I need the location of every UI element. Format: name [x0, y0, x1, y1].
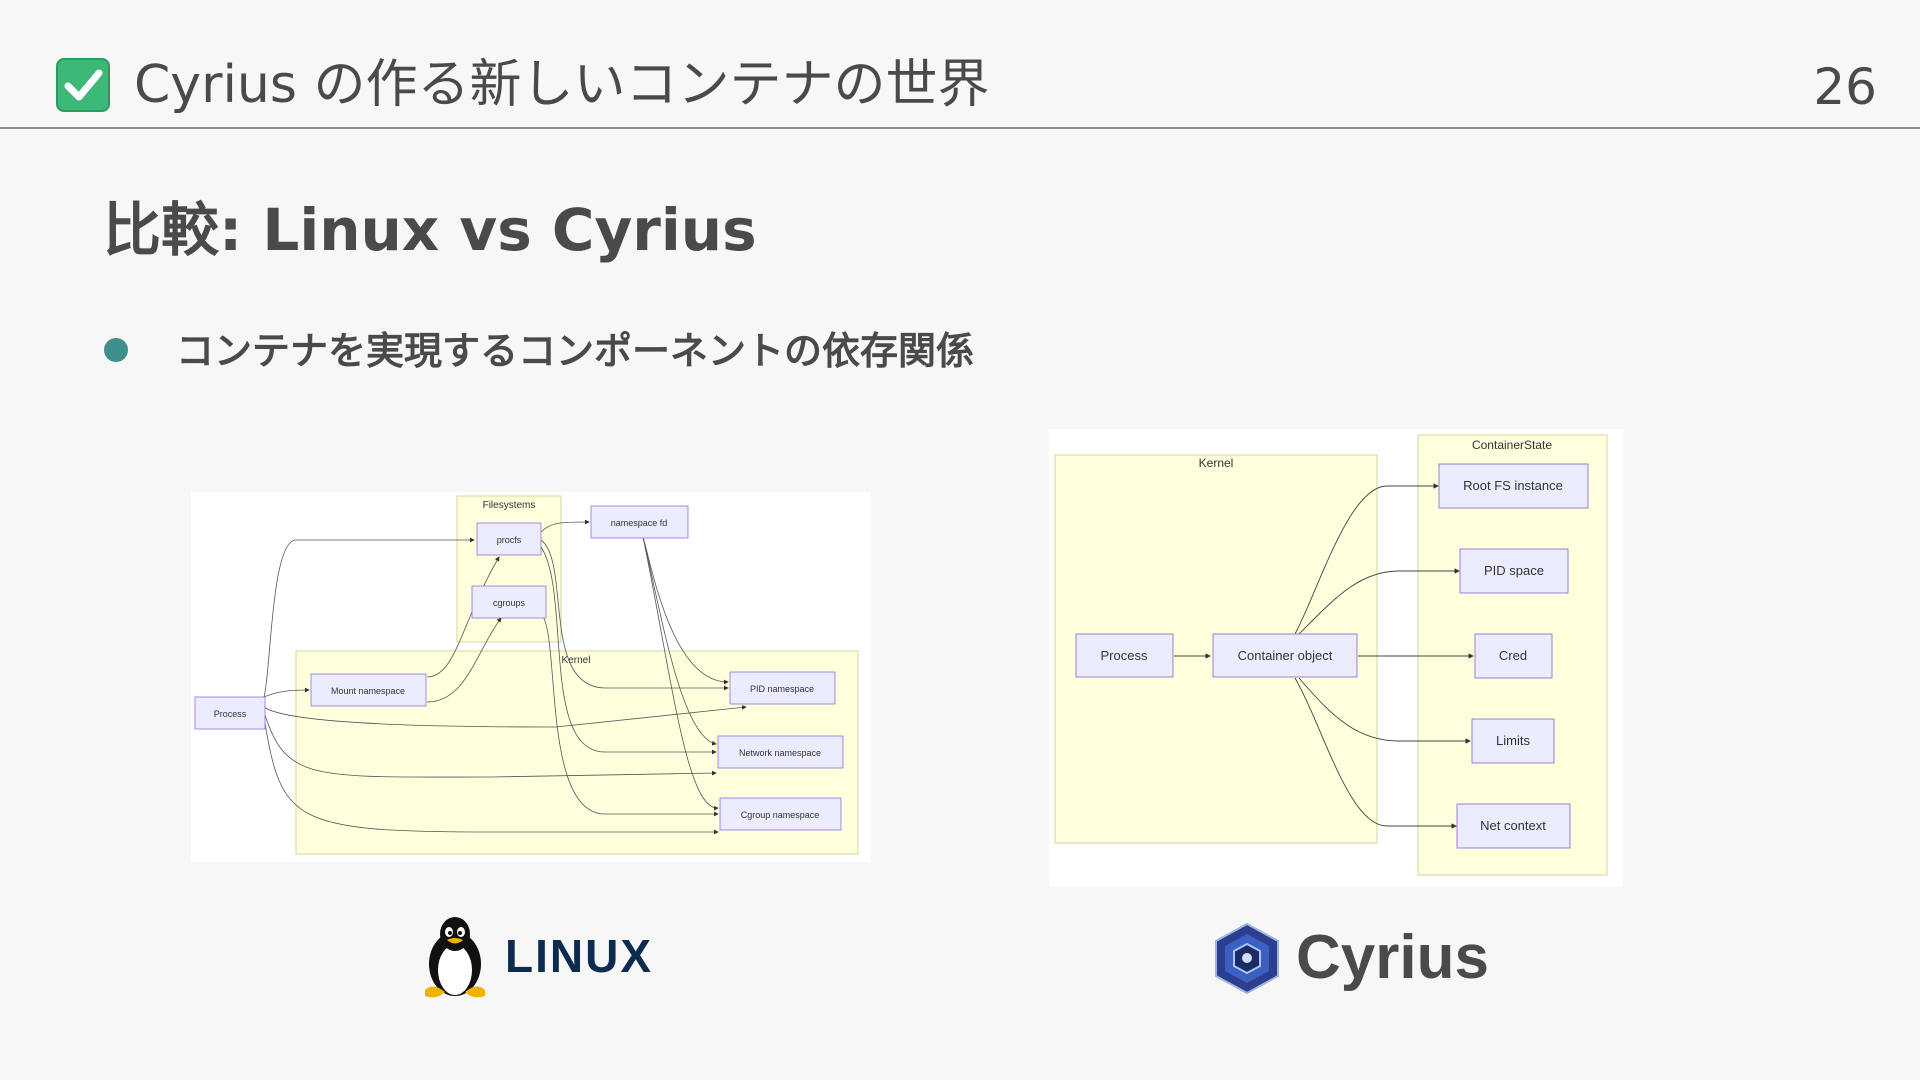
linux-node-namespace-fd: namespace fd	[590, 505, 689, 539]
cyrius-node-limits: Limits	[1471, 718, 1555, 764]
cyrius-node-root-fs-label: Root FS instance	[1463, 478, 1563, 493]
cyrius-node-container-object: Container object	[1212, 633, 1358, 678]
linux-edges	[263, 519, 747, 835]
linux-node-network-namespace: Network namespace	[717, 735, 844, 769]
cyrius-diagram: Kernel ContainerState Process Container …	[1049, 429, 1623, 887]
cyrius-node-limits-label: Limits	[1496, 733, 1530, 748]
bullet-marker	[104, 338, 128, 362]
tux-penguin-icon	[425, 917, 485, 998]
cyrius-node-process-label: Process	[1101, 648, 1148, 663]
linux-node-cgroup-namespace: Cgroup namespace	[719, 797, 842, 831]
cyrius-group-kernel-label: Kernel	[1199, 456, 1234, 470]
cyrius-node-process: Process	[1075, 633, 1174, 678]
linux-node-cgroups-label: cgroups	[493, 598, 526, 608]
cyrius-node-root-fs: Root FS instance	[1438, 463, 1589, 509]
cyrius-group-container-state-label: ContainerState	[1472, 438, 1552, 452]
cyrius-edges	[1174, 483, 1474, 829]
linux-node-network-namespace-label: Network namespace	[739, 748, 821, 758]
linux-group-filesystems-label: Filesystems	[483, 500, 536, 511]
bullet-text: コンテナを実現するコンポーネントの依存関係	[176, 329, 975, 373]
linux-node-process: Process	[194, 696, 266, 730]
cyrius-wordmark: Cyrius	[1296, 923, 1489, 992]
linux-node-mount-namespace: Mount namespace	[310, 673, 427, 707]
cyrius-cube-icon	[1215, 922, 1279, 995]
linux-node-procfs: procfs	[476, 522, 542, 556]
page-number: 26	[1813, 58, 1877, 116]
linux-node-process-label: Process	[214, 709, 247, 719]
cyrius-node-pid-space-label: PID space	[1484, 563, 1544, 578]
cyrius-node-net-context: Net context	[1456, 803, 1571, 849]
linux-node-cgroups: cgroups	[471, 585, 547, 619]
header-title: Cyrius の作る新しいコンテナの世界	[134, 55, 990, 115]
header-divider	[0, 127, 1920, 129]
cyrius-node-net-context-label: Net context	[1480, 818, 1546, 833]
linux-group-kernel-label: Kernel	[562, 655, 591, 666]
linux-node-mount-namespace-label: Mount namespace	[331, 686, 405, 696]
cyrius-diagram-svg: Kernel ContainerState Process Container …	[1054, 434, 1608, 876]
check-mark-icon	[56, 58, 110, 112]
cyrius-node-cred-label: Cred	[1499, 648, 1527, 663]
linux-wordmark: LINUX	[505, 930, 653, 982]
cyrius-node-container-object-label: Container object	[1238, 648, 1333, 663]
linux-node-namespace-fd-label: namespace fd	[611, 518, 668, 528]
linux-diagram-svg: Filesystems Kernel Process Mou	[194, 495, 859, 855]
linux-node-procfs-label: procfs	[497, 535, 522, 545]
linux-node-cgroup-namespace-label: Cgroup namespace	[741, 810, 820, 820]
linux-diagram: Filesystems Kernel Process Mou	[191, 492, 871, 862]
linux-node-pid-namespace-label: PID namespace	[750, 684, 814, 694]
linux-node-pid-namespace: PID namespace	[729, 671, 836, 705]
slide-title: 比較: Linux vs Cyrius	[103, 196, 757, 264]
cyrius-node-pid-space: PID space	[1459, 548, 1569, 594]
cyrius-node-cred: Cred	[1474, 633, 1553, 679]
linux-group-filesystems	[456, 495, 562, 643]
